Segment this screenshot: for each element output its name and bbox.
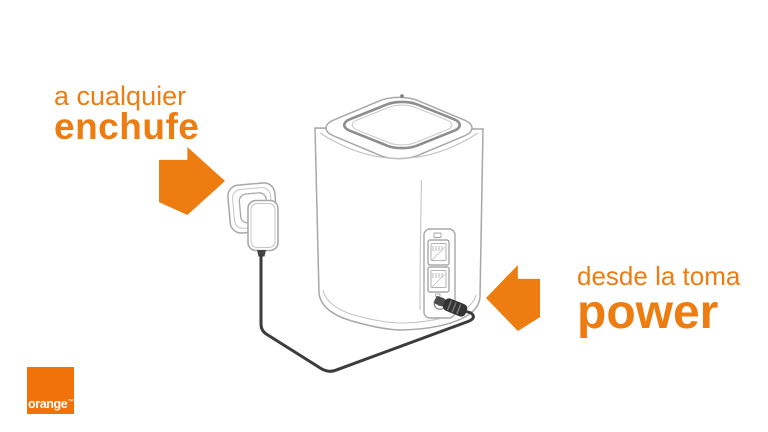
power-adapter-drawing [247,199,279,257]
outlet-caption-line2: enchufe [54,106,200,147]
ethernet-port-2 [427,266,450,293]
outlet-caption: a cualquier enchufe [54,81,200,147]
trademark-symbol: ™ [67,398,73,405]
orange-logo-text: orange [28,397,68,411]
orange-logo: orange™ [27,367,74,414]
router-drawing [314,94,484,331]
power-plug [434,296,468,317]
port-panel-drawing [423,228,456,319]
power-caption: desde la toma power [577,261,741,339]
power-cable [259,254,475,373]
ethernet-port-1 [427,239,450,266]
router-top-notch [400,94,404,98]
power-caption-line2: power [577,286,719,339]
outlet-caption-line1: a cualquier [54,81,187,111]
power-caption-line1: desde la toma [577,261,741,291]
